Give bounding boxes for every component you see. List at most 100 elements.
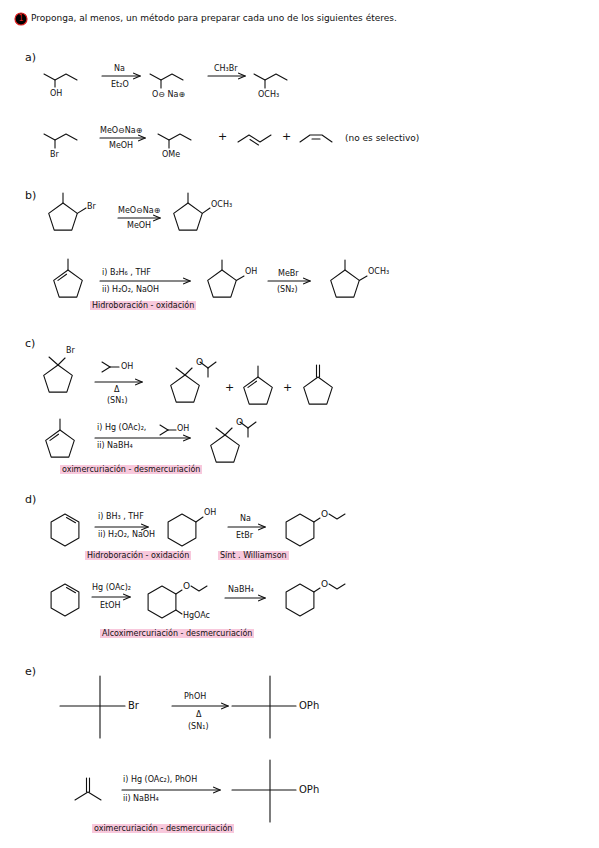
method-name: oximercuriación - desmercuriación xyxy=(60,465,202,474)
methylene-structure xyxy=(304,365,333,404)
alcohol-structure xyxy=(208,260,244,297)
butanol-structure xyxy=(54,80,55,87)
reaction-arrow xyxy=(208,75,245,76)
reaction-arrow xyxy=(118,217,160,218)
chem-label: Br xyxy=(50,150,59,159)
alkene-structure xyxy=(46,430,75,457)
tert-butyl-bromide-structure xyxy=(60,705,125,706)
ether-structure xyxy=(171,362,216,402)
ether-structure xyxy=(314,518,320,522)
alkene-structure xyxy=(257,366,258,377)
chem-label: O⊖ Na⊕ xyxy=(152,90,185,99)
chem-label: MeOH xyxy=(127,221,151,230)
method-name: Alcoximercuriación - desmercuriación xyxy=(100,629,254,638)
chem-label: O xyxy=(236,417,243,427)
chem-label: PhOH xyxy=(184,692,206,701)
reaction-arrow xyxy=(102,75,140,76)
ether-structure xyxy=(171,375,200,402)
ether-structure xyxy=(176,368,185,375)
cis-butene-structure xyxy=(300,135,332,142)
alkoxide-structure xyxy=(150,74,183,80)
alkene-structure xyxy=(244,366,273,404)
ether-structure xyxy=(331,270,360,297)
chem-label: Hg (OAc)₂ xyxy=(92,583,131,592)
alkoxide-structure xyxy=(150,74,183,88)
chem-label: + xyxy=(225,382,234,395)
chem-label: Δ xyxy=(114,385,119,394)
method-name: oximercuriación - desmercuriación xyxy=(92,824,234,833)
chem-label: OH xyxy=(245,267,257,276)
chem-label: OH xyxy=(204,508,216,517)
ether-structure xyxy=(185,368,192,375)
chem-label: (no es selectivo) xyxy=(345,133,419,143)
tert-butyl-bromide-structure xyxy=(60,676,125,738)
chem-label: a) xyxy=(25,52,36,65)
reaction-arrow xyxy=(172,705,228,706)
chem-label: ii) NaBH₄ xyxy=(123,794,159,803)
chem-label: OH xyxy=(121,362,133,371)
reaction-arrow xyxy=(228,526,265,527)
chem-label: MeOH xyxy=(109,141,133,150)
ether-structure xyxy=(286,584,345,616)
bromide-structure xyxy=(44,357,73,392)
chem-label: (SN₂) xyxy=(277,285,298,294)
isopropanol-structure xyxy=(110,366,119,367)
methylene-structure xyxy=(319,365,320,377)
ether-structure xyxy=(264,80,265,88)
alkene-structure xyxy=(54,270,83,297)
isopropanol-structure xyxy=(102,362,110,367)
chem-label: O xyxy=(196,357,203,367)
chem-label: + xyxy=(282,131,291,144)
cyclohexanol-structure xyxy=(168,514,203,546)
cyclohexene-structure xyxy=(67,518,76,523)
ether-structure xyxy=(187,193,188,203)
ether-structure xyxy=(344,260,345,270)
chem-label: Br xyxy=(128,700,139,712)
ether-structure xyxy=(329,514,345,519)
bromide-structure xyxy=(44,365,73,392)
reaction-arrow xyxy=(100,137,145,138)
cyclohexene-structure xyxy=(67,588,76,593)
isopropanol-structure xyxy=(160,425,176,435)
isopropanol-structure xyxy=(168,429,176,430)
cyclohexanol-structure xyxy=(168,514,196,546)
ether-structure xyxy=(329,584,345,589)
ether-structure xyxy=(168,140,169,148)
instruction-title: Proponga, al menos, un método para prepa… xyxy=(31,13,397,23)
trans-butene-structure xyxy=(238,135,271,142)
alkene-structure xyxy=(54,259,83,297)
cis-butene-structure xyxy=(312,138,320,139)
tert-butyl-bromide-structure xyxy=(99,676,100,738)
chem-label: c) xyxy=(25,338,35,351)
chem-label: + xyxy=(218,131,227,144)
trans-butene-structure xyxy=(250,140,259,146)
ether-structure xyxy=(286,514,314,546)
alkene-structure xyxy=(248,381,257,387)
ether-structure xyxy=(232,789,296,790)
cyclohexene-structure xyxy=(51,584,79,616)
chem-label: Na xyxy=(114,64,125,73)
chem-label: ii) H₂O₂, NaOH xyxy=(98,530,155,539)
organomercury-structure xyxy=(176,610,182,614)
alkene-structure xyxy=(50,434,59,440)
isobutylene-structure xyxy=(86,778,87,792)
chem-label: i) BH₃ , THF xyxy=(98,512,144,521)
chem-label: OCH₃ xyxy=(368,267,389,276)
chem-label: EtOH xyxy=(100,601,121,610)
bromide-structure xyxy=(49,203,78,230)
ether-structure xyxy=(158,134,191,140)
methylene-structure xyxy=(304,377,333,404)
reaction-arrow xyxy=(95,381,142,382)
reaction-arrow xyxy=(122,789,220,790)
ether-structure xyxy=(158,134,191,148)
chem-label: OH xyxy=(177,424,189,433)
isopropanol-structure xyxy=(102,367,110,372)
chem-label: OPh xyxy=(299,700,319,712)
chem-label: OH xyxy=(50,89,62,98)
butanol-structure xyxy=(44,74,77,80)
ether-structure xyxy=(359,276,367,280)
chem-label: i) Hg (OAc₂), PhOH xyxy=(123,775,197,784)
ether-structure xyxy=(225,428,232,435)
reaction-arrow xyxy=(268,280,310,281)
organomercury-structure xyxy=(176,590,182,594)
